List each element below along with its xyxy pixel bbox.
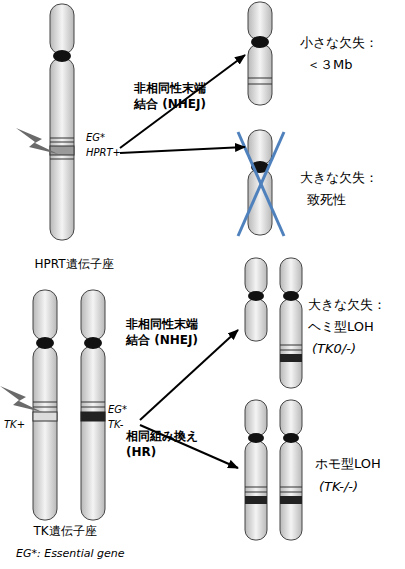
lethal-chromosome [238,130,284,236]
outcome-text: ホモ型LOH [315,455,381,473]
hemizygous-pair [245,258,302,388]
outcome-text: 大きな欠失： [300,169,378,187]
lethal-deletion: 大きな欠失： 致死性 [245,125,400,240]
band-label: TK+ [4,418,25,432]
arrow-connector [120,147,245,153]
band-label: TK- [108,418,123,432]
outcome-text: 大きな欠失： [308,296,386,314]
edge-label: 相同組み換え (HR) [126,428,210,460]
outcome-text: ヘミ型LOH [308,318,374,336]
arrow-connector [120,55,245,148]
outcome-text: 致死性 [307,191,346,209]
band-label: EG* [86,131,105,145]
band-label: HPRT+ [86,146,121,160]
locus-caption: TK遺伝子座 [10,523,120,539]
small-deletion: 小さな欠失： ＜３Mb [245,0,400,108]
outcome-text: 小さな欠失： [300,34,378,52]
footnote: EG*: Essential gene [16,547,124,562]
tk-chromosome-pair [33,290,105,520]
outcome-text: ＜３Mb [307,56,352,74]
genotype-text: (TK0/-) [312,340,356,358]
homozygous-pair [245,400,302,540]
homozygous-loh: ホモ型LOH (TK-/-) [238,395,400,545]
hprt-locus: EG*HPRT+ HPRT遺伝子座 [28,0,120,276]
dna-break-bolt [0,386,42,412]
edge-label: 非相同性末端 結合 (NHEJ) [126,316,210,348]
hprt-chromosome [50,4,74,240]
tk-locus: TK+ EG*TK- TK遺伝子座 [0,285,140,540]
dna-break-bolt [16,128,58,154]
hemizygous-loh: 大きな欠失： ヘミ型LOH (TK0/-) [238,250,400,392]
genotype-text: (TK-/-) [319,478,358,496]
small-deletion-chromosome [248,2,272,105]
locus-caption: HPRT遺伝子座 [28,256,120,272]
edge-label: 非相同性末端 結合 (NHEJ) [134,80,218,112]
band-label: EG* [108,403,127,417]
